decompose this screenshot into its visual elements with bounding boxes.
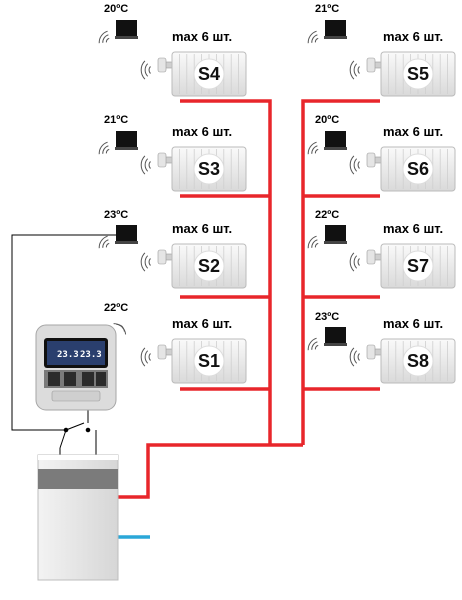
thermal-head-s1	[157, 344, 167, 360]
wireless-waves-icon	[98, 30, 110, 44]
radiator-s4: S4	[171, 51, 247, 97]
radiator-limit-label: max 6 шт.	[172, 316, 232, 331]
zone-s5: S5 max 6 шт. 21ºC	[307, 3, 456, 97]
zone-s7: S7 max 6 шт. 22ºC	[307, 209, 456, 289]
room-temperature-s3: 21ºC	[104, 114, 128, 126]
zone-s1: S1 max 6 шт. 22ºC	[104, 302, 247, 384]
room-temperature-s4: 20ºC	[104, 3, 128, 15]
supply-pipes	[118, 99, 380, 499]
wireless-waves-icon	[307, 235, 319, 249]
zone-label-s6: S6	[407, 159, 429, 179]
wireless-waves-icon	[307, 141, 319, 155]
room-temperature-s6: 20ºC	[315, 114, 339, 126]
room-thermostat-s3	[115, 131, 138, 150]
zone-label-s2: S2	[198, 256, 220, 276]
room-thermostat-s5	[324, 20, 347, 39]
wireless-waves-icon	[140, 347, 151, 367]
zone-label-s8: S8	[407, 351, 429, 371]
radiator-limit-label: max 6 шт.	[172, 221, 232, 236]
boiler-panel	[38, 469, 118, 489]
wireless-waves-icon	[98, 235, 110, 249]
room-thermostat-s4	[115, 20, 138, 39]
thermal-head-s5	[366, 57, 376, 73]
wireless-waves-icon	[307, 30, 319, 44]
room-temperature-s2: 23ºC	[104, 209, 128, 221]
radiator-limit-label: max 6 шт.	[383, 124, 443, 139]
radiator-limit-label: max 6 шт.	[383, 29, 443, 44]
zone-s6: S6 max 6 шт. 20ºC	[307, 114, 456, 192]
wireless-waves-icon	[140, 60, 151, 80]
zone-label-s4: S4	[198, 64, 220, 84]
zone-s4: S4 max 6 шт. 20ºC	[98, 3, 247, 97]
wireless-waves-icon	[349, 347, 360, 367]
zone-s3: S3 max 6 шт. 21ºC	[98, 114, 247, 192]
room-thermostat-s2	[115, 225, 138, 244]
zone-label-s7: S7	[407, 256, 429, 276]
radiator-s8: S8	[380, 338, 456, 384]
wireless-waves-icon	[140, 155, 151, 175]
radiator-s2: S2	[171, 243, 247, 289]
display-left-value: 23.3	[57, 350, 79, 360]
thermal-head-s4	[157, 57, 167, 73]
room-thermostat-s6	[324, 131, 347, 150]
zone-s8: S8 max 6 шт. 23ºC	[307, 311, 456, 384]
radiator-limit-label: max 6 шт.	[383, 221, 443, 236]
room-thermostat-s7	[324, 225, 347, 244]
wireless-waves-icon	[98, 141, 110, 155]
thermal-head-s3	[157, 152, 167, 168]
room-temperature-s7: 22ºC	[315, 209, 339, 221]
thermal-head-s7	[366, 249, 376, 265]
wireless-waves-icon	[349, 252, 360, 272]
main-controller: 23.3 23.3	[35, 324, 117, 411]
radiator-limit-label: max 6 шт.	[172, 29, 232, 44]
thermal-head-s6	[366, 152, 376, 168]
boiler	[37, 454, 119, 581]
relay-switch	[59, 422, 91, 449]
room-thermostat-s8	[324, 327, 347, 346]
wireless-waves-icon	[349, 60, 360, 80]
zone-label-s1: S1	[198, 351, 220, 371]
zone-label-s3: S3	[198, 159, 220, 179]
zone-label-s5: S5	[407, 64, 429, 84]
thermal-head-s8	[366, 344, 376, 360]
zones: S4 max 6 шт. 20ºC S3 max 6 шт. 21ºC S2 max 6 шт…	[98, 3, 456, 384]
radiator-s5: S5	[380, 51, 456, 97]
controller-wireless-icon	[113, 323, 127, 335]
radiator-s1: S1	[171, 338, 247, 384]
radiator-s7: S7	[380, 243, 456, 289]
room-temperature-s5: 21ºC	[315, 3, 339, 15]
display-right-value: 23.3	[80, 350, 102, 360]
radiator-s3: S3	[171, 146, 247, 192]
wireless-waves-icon	[349, 155, 360, 175]
room-temperature-s1: 22ºC	[104, 302, 128, 314]
wireless-waves-icon	[140, 252, 151, 272]
zone-s2: S2 max 6 шт. 23ºC	[98, 209, 247, 289]
controller-screen	[47, 341, 105, 365]
thermal-head-s2	[157, 249, 167, 265]
radiator-limit-label: max 6 шт.	[172, 124, 232, 139]
radiator-s6: S6	[380, 146, 456, 192]
wireless-waves-icon	[307, 337, 319, 351]
radiator-limit-label: max 6 шт.	[383, 316, 443, 331]
room-temperature-s8: 23ºC	[315, 311, 339, 323]
